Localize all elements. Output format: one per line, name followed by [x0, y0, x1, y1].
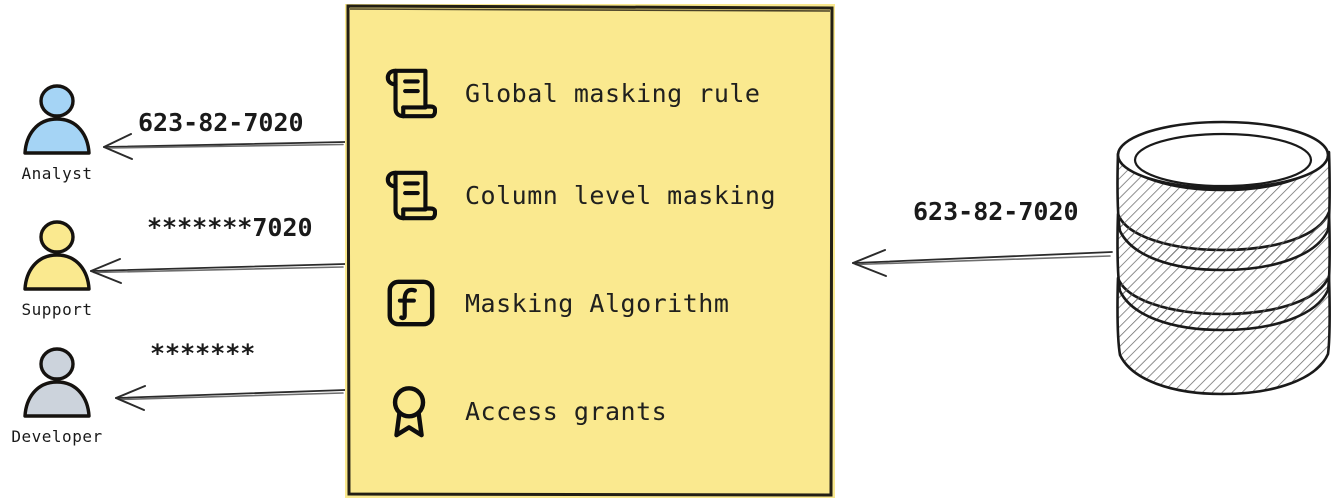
analyst-arrow [95, 126, 350, 162]
person-icon [23, 220, 91, 291]
actor-support: Support [2, 218, 112, 319]
policy-item-label: Column level masking [465, 180, 777, 210]
policy-item-list: Global masking rule Column level masking [345, 4, 835, 498]
policy-item-label: Masking Algorithm [465, 288, 730, 318]
support-arrow [80, 250, 350, 286]
policy-item-label: Global masking rule [465, 78, 761, 108]
actor-label: Support [21, 300, 93, 319]
actor-developer: Developer [2, 345, 112, 446]
database-arrow-label: 623-82-7020 [913, 197, 1079, 226]
person-icon [23, 347, 91, 418]
policy-item-masking-algorithm[interactable]: Masking Algorithm [383, 274, 729, 332]
scroll-icon [385, 170, 437, 221]
policy-item-label: Access grants [465, 396, 668, 426]
arrow-left-icon [115, 385, 346, 411]
policy-panel: Global masking rule Column level masking [345, 4, 835, 498]
database-arrow [840, 240, 1118, 280]
support-arrow-label: *******7020 [147, 213, 313, 242]
policy-item-access-grants[interactable]: Access grants [383, 382, 667, 440]
scroll-icon [385, 68, 437, 119]
database-svg [1116, 120, 1331, 396]
actor-label: Developer [11, 427, 103, 446]
developer-arrow-label: ******* [150, 339, 256, 368]
function-icon [387, 279, 435, 327]
developer-arrow [105, 377, 350, 413]
person-icon [23, 84, 91, 155]
arrow-left-icon [103, 133, 346, 160]
policy-item-global-masking-rule[interactable]: Global masking rule [383, 64, 760, 122]
policy-item-column-level-masking[interactable]: Column level masking [383, 166, 776, 224]
arrow-left-icon [90, 258, 346, 284]
database-cylinder-icon [1110, 118, 1338, 402]
award-ribbon-icon [392, 386, 426, 438]
arrow-left-icon [852, 249, 1113, 277]
analyst-arrow-label: 623-82-7020 [138, 108, 304, 137]
actor-label: Analyst [21, 164, 93, 183]
actor-analyst: Analyst [2, 82, 112, 183]
